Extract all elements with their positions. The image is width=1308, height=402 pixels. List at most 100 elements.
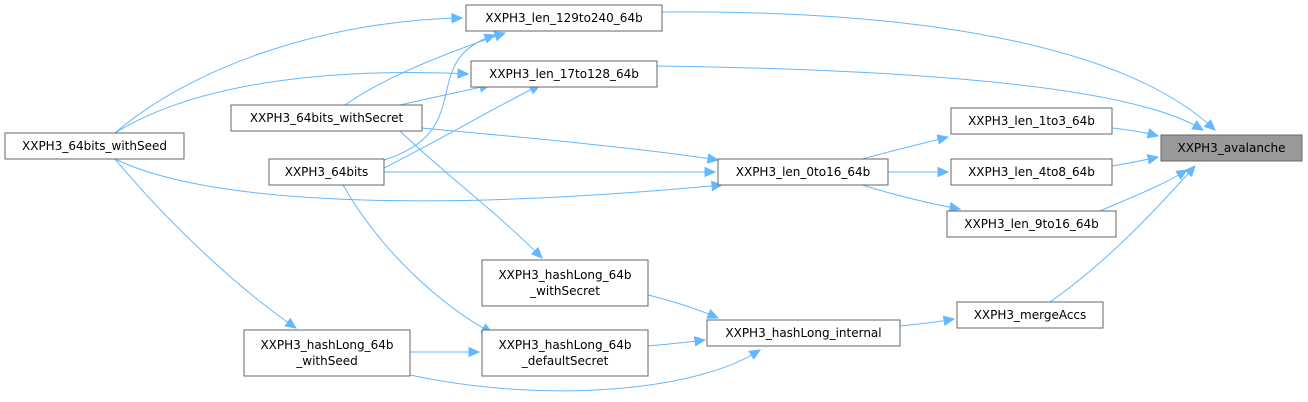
edge-line [114,158,297,329]
edge-withSecret-to-len0to16 [421,127,720,164]
node-len17[interactable]: XXPH3_len_17to128_64b [470,60,658,88]
edge-withSeed-to-len0to16 [114,158,724,202]
edge-withSeed-to-hlWithSeed [114,158,298,329]
edge-arrowhead [284,317,298,329]
edge-line [383,84,541,169]
edge-bits64-to-hlDefaultSecret [342,184,494,334]
edge-line [399,130,543,259]
edge-len0to16-to-len1to3 [861,134,950,160]
edge-arrowhead [1191,120,1205,131]
node-box[interactable] [950,107,1113,135]
edge-withSeed-to-len129 [114,12,464,134]
edge-line [114,158,723,202]
edge-line [1049,165,1196,303]
edge-arrowhead [483,33,497,44]
node-label: XXPH3_mergeAccs [974,308,1087,322]
node-label: _defaultSecret [521,354,609,368]
edge-arrowhead [711,180,724,192]
node-box[interactable] [243,329,411,377]
node-label: XXPH3_len_9to16_64b [964,217,1099,231]
node-box[interactable] [950,158,1113,186]
node-label: _withSecret [529,284,600,298]
edge-arrowhead [468,346,481,358]
node-len129[interactable]: XXPH3_len_129to240_64b [465,4,663,32]
node-box[interactable] [1160,134,1303,162]
edge-arrowhead [1184,165,1196,178]
node-box[interactable] [230,104,423,132]
edge-line [344,32,506,106]
node-label: XXPH3_len_1to3_64b [968,114,1095,128]
node-box[interactable] [946,210,1117,238]
edge-len0to16-to-len9to16 [861,184,962,213]
edge-arrowhead [1146,128,1160,139]
edge-arrowhead [942,315,956,326]
edge-len9to16-to-avalanche [1099,169,1189,212]
edge-bits64-to-len0to16 [383,166,717,178]
node-box[interactable] [465,4,663,32]
edge-mergeAccs-to-avalanche [1049,165,1196,303]
edge-hlWithSeed-to-hlDefaultSecret [409,346,481,358]
node-box[interactable] [717,158,889,186]
node-label: XXPH3_64bits_withSeed [22,139,167,153]
edge-len0to16-to-len4to8 [887,166,950,178]
edge-len4to8-to-avalanche [1111,154,1160,167]
node-avalanche[interactable]: XXPH3_avalanche [1160,134,1303,162]
node-box[interactable] [4,132,185,160]
node-box[interactable] [706,319,901,347]
edge-line [409,349,761,392]
edge-line [647,294,719,319]
edge-hlWithSeed-to-hashLongInternal [409,349,762,392]
node-hashLongInternal[interactable]: XXPH3_hashLong_internal [706,319,901,347]
edge-arrowhead [493,31,507,42]
node-box[interactable] [481,259,649,307]
node-hlWithSecret[interactable]: XXPH3_hashLong_64b _withSecret [481,259,649,307]
node-label: XXPH3_64bits_withSecret [250,111,404,125]
node-label: XXPH3_len_4to8_64b [968,165,1095,179]
node-box[interactable] [268,158,385,186]
edge-line [114,72,469,134]
edge-len1to3-to-avalanche [1111,127,1160,139]
node-withSecret[interactable]: XXPH3_64bits_withSecret [230,104,423,132]
node-len4to8[interactable]: XXPH3_len_4to8_64b [950,158,1113,186]
edge-line [861,136,949,160]
node-label: _withSeed [295,354,357,368]
edge-bits64-to-len129 [383,33,497,161]
node-box[interactable] [470,60,658,88]
edge-line [399,84,491,106]
edge-hashLongInternal-to-mergeAccs [899,315,956,327]
edge-hlDefaultSecret-to-hashLongInternal [647,336,707,347]
edge-line [421,127,719,161]
node-hlDefaultSecret[interactable]: XXPH3_hashLong_64b_defaultSecret [481,329,649,377]
node-hlWithSeed[interactable]: XXPH3_hashLong_64b_withSeed [243,329,411,377]
edge-line [342,184,493,334]
edge-arrowhead [748,349,762,360]
edge-arrowhead [1175,169,1189,180]
edge-arrowhead [451,12,464,24]
edge-arrowhead [1146,154,1160,165]
edge-hlWithSecret-to-hashLongInternal [647,294,720,319]
node-label: XXPH3_len_17to128_64b [489,67,639,81]
node-label: XXPH3_len_0to16_64b [736,165,871,179]
edge-len129-to-avalanche [661,11,1216,131]
edge-arrowhead [706,308,720,319]
node-bits64[interactable]: XXPH3_64bits [268,158,385,186]
edge-line [383,34,496,161]
edge-line [114,17,463,134]
node-len0to16[interactable]: XXPH3_len_0to16_64b [717,158,889,186]
node-withSeed[interactable]: XXPH3_64bits_withSeed [4,132,185,160]
node-len1to3[interactable]: XXPH3_len_1to3_64b [950,107,1113,135]
node-label: XXPH3_avalanche [1177,141,1285,155]
node-label: XXPH3_hashLong_64b [498,268,631,282]
node-len9to16[interactable]: XXPH3_len_9to16_64b [946,210,1117,238]
edge-arrowhead [530,246,543,259]
node-box[interactable] [481,329,649,377]
node-mergeAccs[interactable]: XXPH3_mergeAccs [956,301,1104,329]
edge-withSecret-to-len129 [344,31,507,106]
edge-line [661,11,1216,131]
edge-withSecret-to-hlWithSecret [399,130,543,259]
node-box[interactable] [956,301,1104,329]
edge-arrowhead [937,166,950,178]
edge-arrowhead [693,336,707,347]
edge-arrowhead [706,153,720,164]
